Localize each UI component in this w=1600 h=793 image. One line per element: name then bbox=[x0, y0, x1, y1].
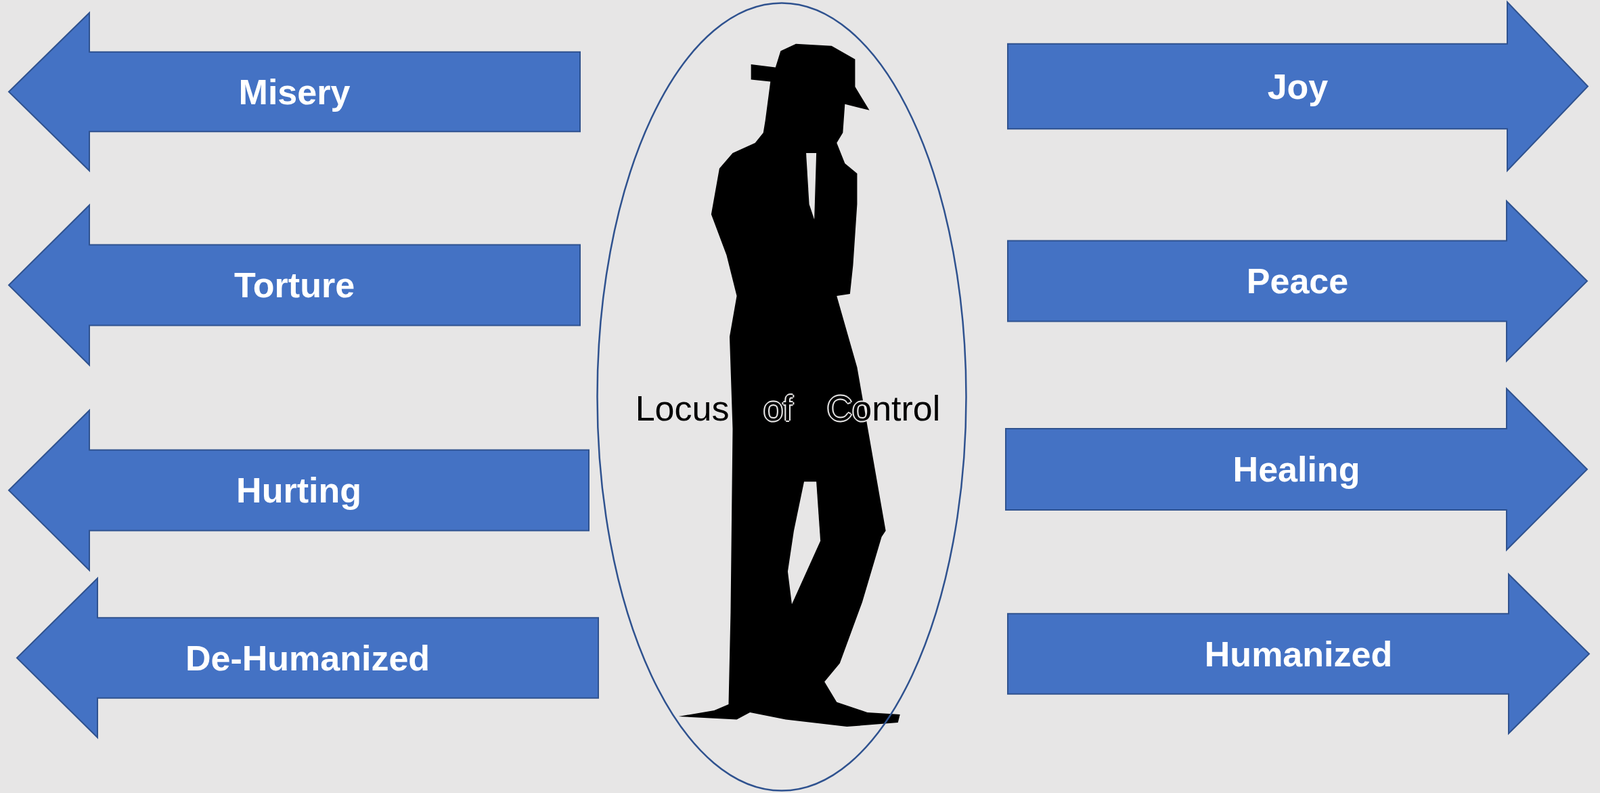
silhouette-arm-gap bbox=[806, 152, 817, 220]
arrow-label: Humanized bbox=[1007, 613, 1590, 694]
silhouette-body bbox=[678, 43, 901, 727]
arrow-shape-path bbox=[1007, 573, 1590, 733]
arrow-shape-path bbox=[16, 578, 599, 738]
arrow-shape-path bbox=[8, 410, 589, 570]
arrow-label: Torture bbox=[8, 245, 581, 326]
arrow-label: Joy bbox=[1007, 43, 1589, 130]
arrow-box: Torture bbox=[8, 204, 581, 366]
ellipse-node: Locus of Control bbox=[596, 2, 968, 792]
arrow-box: Peace bbox=[1007, 200, 1588, 362]
arrow-box: Healing bbox=[1005, 387, 1588, 551]
arrow-label: De-Humanized bbox=[16, 617, 599, 698]
arrow-label: Healing bbox=[1005, 428, 1588, 510]
arrow-shape-path bbox=[1007, 2, 1588, 171]
arrow-shape-path bbox=[8, 205, 581, 365]
arrow-label: Misery bbox=[8, 52, 581, 132]
arrow-box: Misery bbox=[8, 12, 581, 172]
arrow-label: Hurting bbox=[8, 450, 590, 531]
arrow-box: Hurting bbox=[8, 409, 590, 571]
arrow-label: Peace bbox=[1007, 240, 1588, 322]
center-label: Locus of Control bbox=[596, 2, 968, 792]
arrow-shape-path bbox=[8, 12, 581, 171]
arrow-box: Joy bbox=[1007, 1, 1589, 172]
arrow-box: Humanized bbox=[1007, 573, 1590, 734]
silhouette-leg-gap bbox=[787, 481, 821, 604]
arrow-box: De-Humanized bbox=[16, 577, 599, 738]
arrow-shape-path bbox=[1005, 388, 1588, 550]
arrow-shape-path bbox=[1007, 201, 1588, 361]
